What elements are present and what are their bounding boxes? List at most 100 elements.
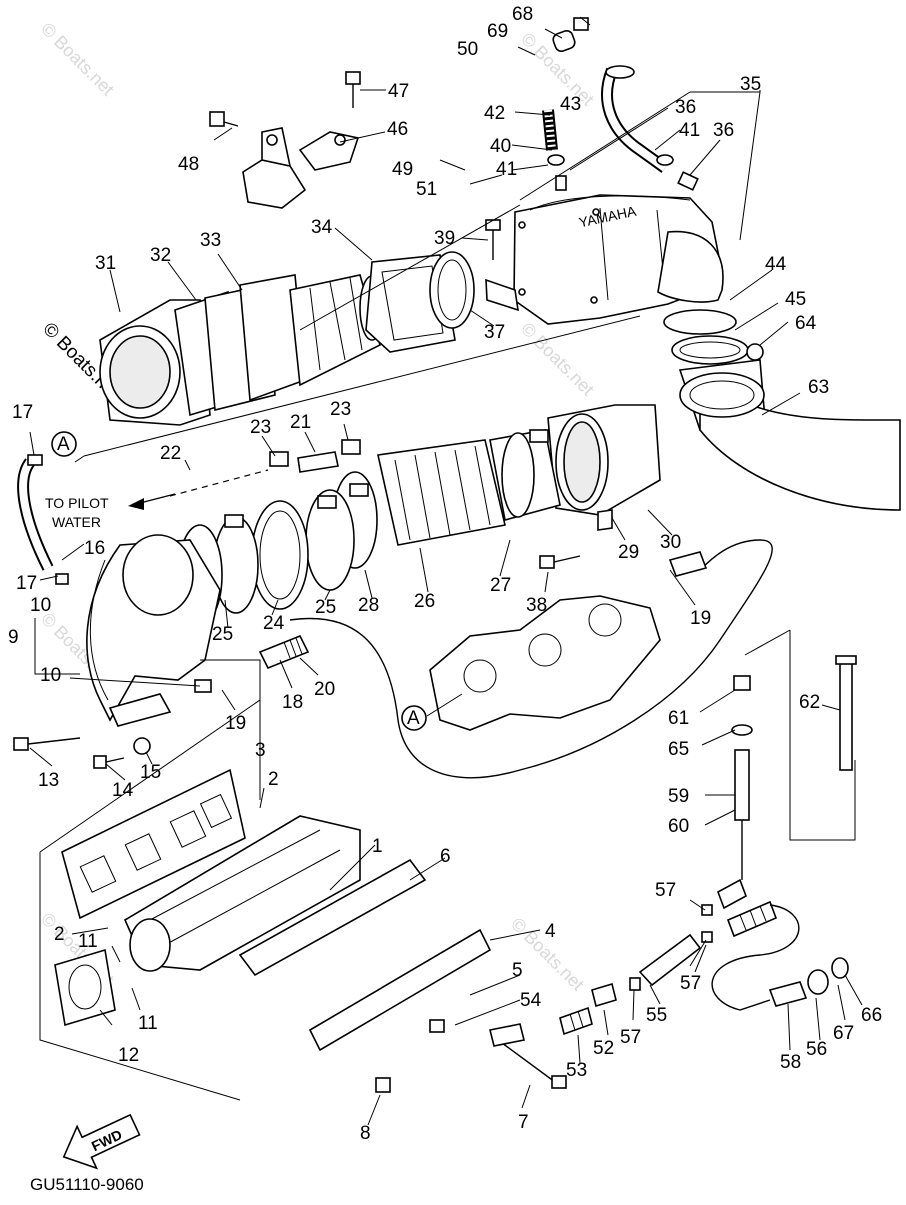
callout-65: 65 — [668, 739, 689, 760]
pilot-note: WATER — [52, 514, 101, 530]
callout-1: 1 — [372, 836, 383, 857]
callout-36: 36 — [675, 97, 696, 118]
callout-21: 21 — [290, 412, 311, 433]
callout-38: 38 — [526, 595, 547, 616]
callout-26: 26 — [414, 591, 435, 612]
callout-17: 17 — [16, 573, 37, 594]
lower-right-fittings — [591, 655, 857, 1011]
callout-5: 5 — [512, 960, 523, 981]
callout-13: 13 — [38, 770, 59, 791]
pilot-note: TO PILOT — [45, 495, 109, 511]
callout-66: 66 — [861, 1005, 882, 1026]
ref-marker-label: A — [57, 434, 70, 455]
exhaust-manifold-pipe — [13, 534, 221, 769]
pilot-hose — [17, 454, 69, 585]
callout-54: 54 — [520, 990, 542, 1011]
callout-50: 50 — [457, 39, 478, 60]
callout-41: 41 — [679, 120, 700, 141]
callout-3: 3 — [255, 740, 266, 761]
callout-20: 20 — [314, 679, 335, 700]
callout-46: 46 — [387, 119, 408, 140]
callout-15: 15 — [140, 762, 161, 783]
callout-68: 68 — [512, 4, 533, 25]
callout-53: 53 — [566, 1060, 587, 1081]
callout-10: 10 — [30, 595, 51, 616]
callout-14: 14 — [112, 780, 134, 801]
callout-45: 45 — [785, 289, 806, 310]
hose-49-50 — [433, 17, 589, 175]
callout-23: 23 — [250, 417, 271, 438]
ref-markers: A A — [51, 431, 463, 731]
callout-16: 16 — [84, 538, 105, 559]
muffler-assembly: YAMAHA — [485, 194, 724, 325]
callout-10: 10 — [40, 665, 61, 686]
callout-43: 43 — [560, 94, 581, 115]
callout-69: 69 — [487, 21, 508, 42]
callout-61: 61 — [668, 708, 689, 729]
callout-27: 27 — [490, 575, 511, 596]
callout-17: 17 — [12, 402, 33, 423]
callout-34: 34 — [311, 217, 333, 238]
callout-44: 44 — [765, 254, 787, 275]
callout-19: 19 — [690, 608, 711, 629]
ref-marker-a — [51, 431, 77, 457]
callout-48: 48 — [178, 154, 199, 175]
hose-18-20 — [258, 634, 310, 670]
callouts: 68 69 50 35 47 43 36 42 46 41 36 40 48 4… — [8, 4, 882, 1144]
callout-6: 6 — [440, 846, 451, 867]
bracket-46 — [209, 71, 361, 209]
callout-9: 9 — [8, 627, 19, 648]
callout-57: 57 — [655, 880, 676, 901]
callout-59: 59 — [668, 786, 689, 807]
callout-40: 40 — [490, 136, 511, 157]
callout-57: 57 — [620, 1027, 641, 1048]
diagram-code: GU51110-9060 — [30, 1175, 144, 1194]
callout-57: 57 — [680, 973, 701, 994]
callout-62: 62 — [799, 692, 820, 713]
callout-33: 33 — [200, 230, 221, 251]
callout-37: 37 — [484, 322, 505, 343]
callout-35: 35 — [740, 74, 761, 95]
callout-11: 11 — [138, 1013, 158, 1034]
hose-42-43 — [542, 65, 699, 191]
callout-60: 60 — [668, 816, 689, 837]
watermark: © Boats.net — [37, 19, 118, 100]
outlet-hoses — [663, 309, 901, 511]
callout-12: 12 — [118, 1045, 139, 1066]
callout-2: 2 — [268, 769, 279, 790]
fwd-arrow: FWD — [62, 1113, 141, 1170]
callout-64: 64 — [795, 313, 817, 334]
callout-2: 2 — [54, 924, 65, 945]
callout-36: 36 — [713, 120, 734, 141]
callout-41: 41 — [496, 159, 517, 180]
callout-8: 8 — [360, 1123, 371, 1144]
middle-pipes — [128, 404, 661, 626]
ref-marker-a — [401, 705, 427, 731]
callout-56: 56 — [806, 1039, 827, 1060]
callout-19: 19 — [225, 713, 246, 734]
callout-4: 4 — [545, 921, 556, 942]
leader-lines — [29, 16, 863, 1126]
exhaust-chamber-upper — [99, 251, 475, 426]
callout-49: 49 — [392, 159, 413, 180]
callout-24: 24 — [263, 613, 285, 634]
callout-25: 25 — [212, 624, 233, 645]
callout-63: 63 — [808, 377, 829, 398]
ref-marker-label: A — [407, 708, 420, 729]
callout-52: 52 — [593, 1038, 614, 1059]
callout-29: 29 — [618, 542, 639, 563]
engine-block-outline — [289, 539, 773, 779]
callout-28: 28 — [358, 595, 379, 616]
callout-55: 55 — [646, 1005, 667, 1026]
callout-18: 18 — [282, 692, 303, 713]
callout-67: 67 — [833, 1023, 854, 1044]
callout-11: 11 — [78, 931, 98, 952]
callout-39: 39 — [434, 228, 455, 249]
callout-25: 25 — [315, 597, 336, 618]
callout-47: 47 — [388, 81, 409, 102]
callout-7: 7 — [518, 1112, 529, 1133]
callout-32: 32 — [150, 245, 171, 266]
manifold-assembly — [54, 768, 593, 1093]
